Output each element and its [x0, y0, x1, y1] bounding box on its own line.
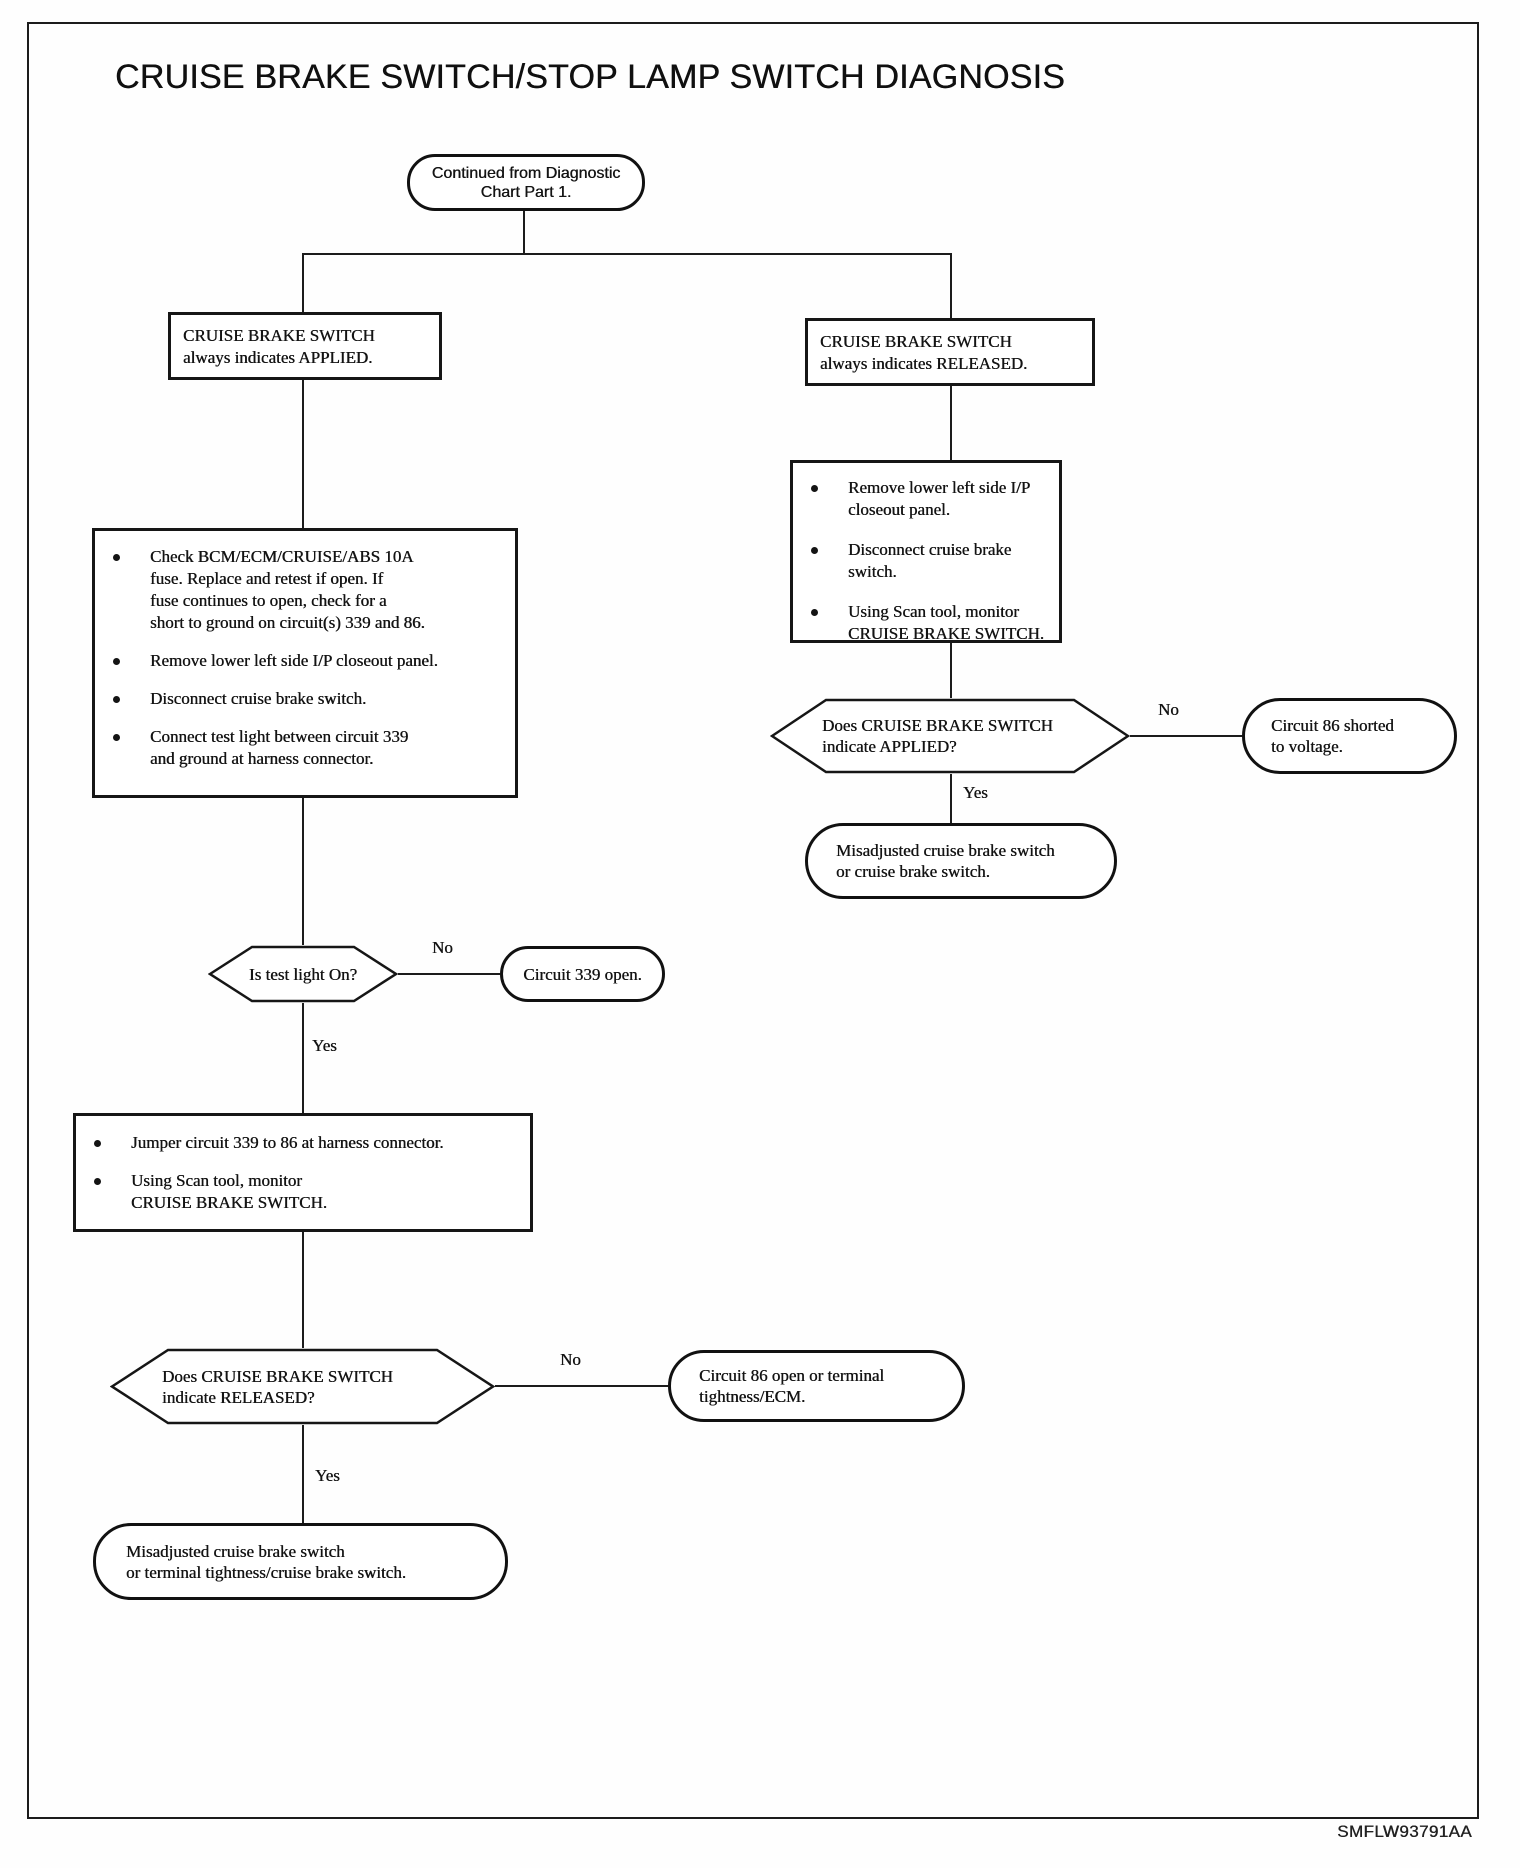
bullet-icon	[113, 658, 120, 665]
page-border	[27, 22, 1479, 1819]
decision-text: Does CRUISE BRAKE SWITCH indicate APPLIE…	[822, 716, 1053, 756]
yes-label: Yes	[312, 1036, 337, 1055]
connector-right-1	[950, 386, 952, 460]
bullet-icon	[811, 547, 818, 554]
step-item: Using Scan tool, monitor CRUISE BRAKE SW…	[801, 601, 1055, 645]
step-item: Disconnect cruise brake switch.	[801, 539, 1055, 583]
connector-right-2	[950, 643, 952, 698]
bullet-icon	[811, 609, 818, 616]
result-circuit86-shorted: Circuit 86 shorted to voltage.	[1242, 698, 1457, 774]
action-box-left-2: Jumper circuit 339 to 86 at harness conn…	[73, 1113, 533, 1232]
step-item: Remove lower left side I/P closeout pane…	[801, 477, 1055, 521]
step-item: Using Scan tool, monitor CRUISE BRAKE SW…	[84, 1170, 524, 1214]
connector-branch-horizontal	[302, 253, 952, 255]
step-item: Disconnect cruise brake switch.	[103, 688, 509, 710]
decision-text: Is test light On?	[248, 964, 358, 984]
step-text: Check BCM/ECM/CRUISE/ABS 10A fuse. Repla…	[150, 547, 425, 632]
step-text: Using Scan tool, monitor CRUISE BRAKE SW…	[848, 602, 1044, 643]
connector-left-1	[302, 380, 304, 528]
yes-label: Yes	[315, 1466, 340, 1485]
hexagon-shape	[110, 1348, 495, 1425]
step-text: Disconnect cruise brake switch.	[150, 689, 367, 708]
connector-left-yes-1	[302, 1003, 304, 1113]
page-title: CRUISE BRAKE SWITCH/STOP LAMP SWITCH DIA…	[115, 58, 1066, 96]
bullet-icon	[811, 485, 818, 492]
connector-left-no-1	[398, 973, 500, 975]
step-item: Remove lower left side I/P closeout pane…	[103, 650, 509, 672]
connector-left-3	[302, 1232, 304, 1348]
result-circuit339-open: Circuit 339 open.	[500, 946, 665, 1002]
bullet-icon	[113, 696, 120, 703]
bullet-icon	[113, 734, 120, 741]
condition-box-applied: CRUISE BRAKE SWITCH always indicates APP…	[168, 312, 442, 380]
bullet-icon	[94, 1140, 101, 1147]
connector-left-yes-2	[302, 1425, 304, 1523]
hexagon-shape	[208, 945, 398, 1003]
document-code: SMFLW93791AA	[1337, 1822, 1472, 1841]
result-misadjusted-left: Misadjusted cruise brake switch or termi…	[93, 1523, 508, 1600]
step-text: Using Scan tool, monitor CRUISE BRAKE SW…	[131, 1171, 327, 1212]
step-text: Jumper circuit 339 to 86 at harness conn…	[131, 1133, 444, 1152]
no-label: No	[560, 1350, 581, 1369]
bullet-icon	[94, 1178, 101, 1185]
action-box-left-1: Check BCM/ECM/CRUISE/ABS 10A fuse. Repla…	[92, 528, 518, 798]
connector-left-branch-down	[302, 253, 304, 314]
no-label: No	[1158, 700, 1179, 719]
connector-left-no-2	[495, 1385, 668, 1387]
step-item: Check BCM/ECM/CRUISE/ABS 10A fuse. Repla…	[103, 546, 509, 634]
step-text: Connect test light between circuit 339 a…	[150, 727, 409, 768]
step-item: Connect test light between circuit 339 a…	[103, 726, 509, 770]
result-circuit86-open: Circuit 86 open or terminal tightness/EC…	[668, 1350, 965, 1422]
decision-text: Does CRUISE BRAKE SWITCH indicate RELEAS…	[162, 1366, 393, 1407]
connector-start-down	[523, 211, 525, 253]
connector-right-branch-down	[950, 253, 952, 320]
decision-test-light: Is test light On?	[208, 945, 398, 1003]
step-text: Remove lower left side I/P closeout pane…	[848, 478, 1031, 519]
result-misadjusted-right: Misadjusted cruise brake switch or cruis…	[805, 823, 1117, 899]
decision-indicate-applied: Does CRUISE BRAKE SWITCH indicate APPLIE…	[770, 698, 1130, 774]
step-text: Remove lower left side I/P closeout pane…	[150, 651, 438, 670]
action-box-right: Remove lower left side I/P closeout pane…	[790, 460, 1062, 643]
connector-left-2	[302, 798, 304, 945]
bullet-icon	[113, 554, 120, 561]
step-item: Jumper circuit 339 to 86 at harness conn…	[84, 1132, 524, 1154]
no-label: No	[432, 938, 453, 957]
hexagon-shape	[770, 698, 1130, 774]
decision-indicate-released: Does CRUISE BRAKE SWITCH indicate RELEAS…	[110, 1348, 495, 1425]
start-node: Continued from Diagnostic Chart Part 1.	[407, 154, 645, 211]
condition-box-released: CRUISE BRAKE SWITCH always indicates REL…	[805, 318, 1095, 386]
connector-right-yes	[950, 774, 952, 823]
yes-label: Yes	[963, 783, 988, 802]
connector-right-no	[1130, 735, 1242, 737]
step-text: Disconnect cruise brake switch.	[848, 540, 1012, 581]
